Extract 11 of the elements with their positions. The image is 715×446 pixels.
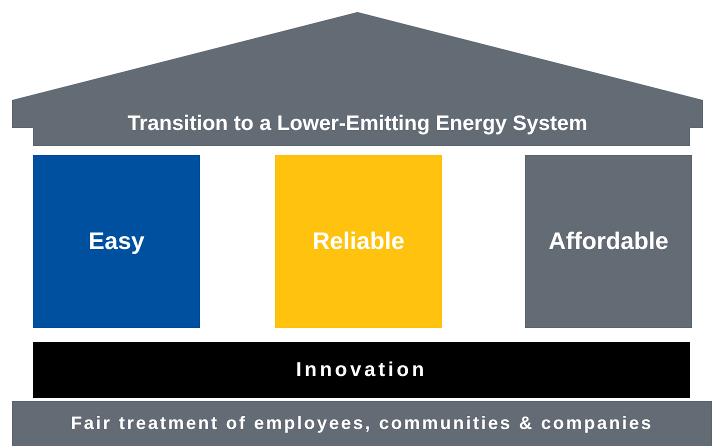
pillar-label: Innovation xyxy=(296,358,428,383)
pillar-label: Fair treatment of employees, communities & companies xyxy=(70,412,654,435)
pillar-label: Reliable xyxy=(312,227,405,257)
pillar xyxy=(275,155,442,328)
pillar xyxy=(525,155,692,328)
pillar-label: Easy xyxy=(88,227,145,257)
pillar xyxy=(33,155,200,328)
pillar-label: Affordable xyxy=(548,227,668,257)
roof-title: Transition to a Lower-Emitting Energy System xyxy=(128,111,588,137)
foundation-bar xyxy=(33,342,690,398)
base-bar xyxy=(12,401,712,446)
